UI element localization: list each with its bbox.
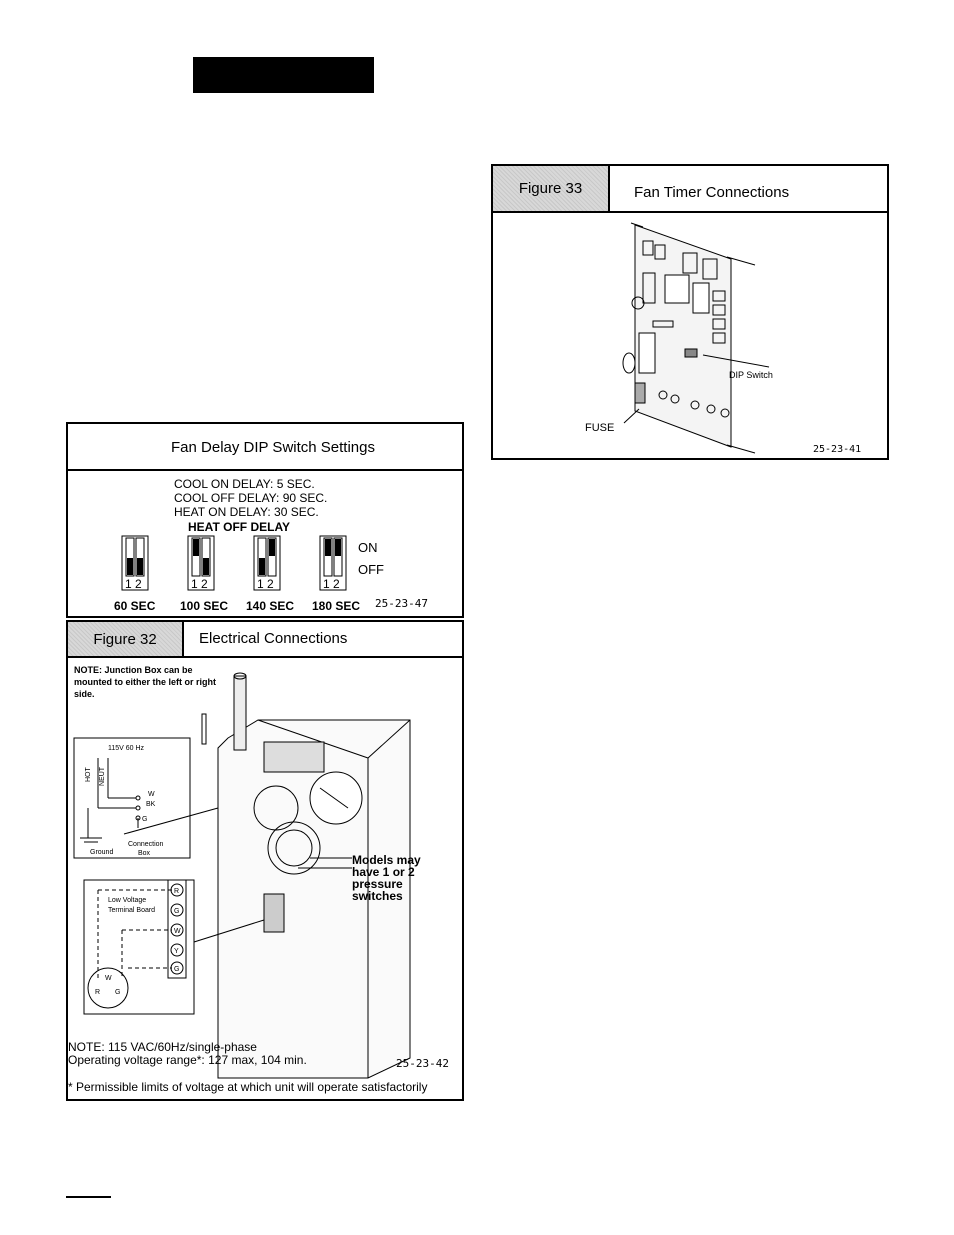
supply-label: 115V 60 Hz [108,745,145,752]
thermo-w: W [105,975,112,982]
dip-switch-slot [125,537,135,577]
w-label: W [148,791,155,798]
note-top-line-1: NOTE: Junction Box can be [74,665,193,675]
box-label: Box [138,850,151,857]
figure-32-box: Figure 32 Electrical Connections NOTE: J… [66,620,464,1101]
thermo-r: R [95,989,100,996]
on-label: ON [358,540,378,555]
figure-32-tag: Figure 32 [68,622,184,656]
callout-line-2: have 1 or 2 [352,865,415,879]
connection-label: Connection [128,841,164,848]
callout-line-4: switches [352,889,403,903]
dip-switch-slot [333,537,343,577]
dip-switch-group: 1 2 180 SEC [312,535,360,613]
figure-32-ref: 25-23-42 [396,1057,449,1070]
dip-switch-slot [191,537,201,577]
dip-switch-label: DIP Switch [729,370,773,380]
neut-label: NEUT [99,766,106,786]
fan-timer-board-drawing: DIP Switch FUSE 25-23-41 [585,222,861,455]
dip-switch-group: 1 2 60 SEC [114,535,156,613]
note-bottom-line-2: Operating voltage range*: 127 max, 104 m… [68,1053,307,1067]
dip-switch-frame [187,535,215,591]
callout-line-3: pressure [352,877,403,891]
dip-switch-knob [127,558,133,575]
terminal-title-1: Low Voltage [108,897,146,904]
dip-switch-knob [335,539,341,556]
dip-switch-knob [269,539,275,556]
note-bottom-line-1: NOTE: 115 VAC/60Hz/single-phase [68,1040,257,1054]
fan-delay-title: Fan Delay DIP Switch Settings [171,439,375,456]
dip-switch-slot [267,537,277,577]
figure-33-tag: Figure 33 [493,166,610,211]
bk-label: BK [146,801,156,808]
dip-switch-numbers: 1 2 [125,577,142,591]
dip-setting-label: 60 SEC [114,599,156,613]
dip-switch-slot [135,537,145,577]
fan-delay-title-row: Fan Delay DIP Switch Settings [68,424,462,471]
note-top-line-2: mounted to either the left or right [74,677,216,687]
electrical-connections-drawing: 115V 60 Hz HOT NEUT W BK G Connection Bo… [73,672,421,1079]
term-r: R [174,888,179,895]
figure-32-title: Electrical Connections [199,630,348,647]
term-w: W [174,928,181,935]
dip-switch-slot [323,537,333,577]
dip-switch-numbers: 1 2 [257,577,274,591]
dip-switch-frame [319,535,347,591]
dip-switch-slot [201,537,211,577]
header-bar [193,57,374,93]
figure-32-title-row: Figure 32 Electrical Connections [68,622,462,658]
figure-33-title-row: Figure 33 Fan Timer Connections [493,166,887,213]
figure-33-title: Fan Timer Connections [634,184,790,201]
dip-switch-knob [193,539,199,556]
dip-switch-knob [203,558,209,575]
cool-on-delay: COOL ON DELAY: 5 SEC. [174,477,315,491]
dip-switch-frame [121,535,149,591]
dip-switch-group: 1 2 140 SEC [246,535,294,613]
note-top-line-3: side. [74,689,95,699]
terminal-title-2: Terminal Board [108,907,155,914]
hot-label: HOT [85,767,92,783]
off-label: OFF [358,562,384,577]
dip-switch-group: 1 2 100 SEC [180,535,228,613]
heat-off-delay-label: HEAT OFF DELAY [188,520,291,534]
term-g2: G [174,966,179,973]
thermo-g: G [115,989,120,996]
delay-lines: COOL ON DELAY: 5 SEC. COOL OFF DELAY: 90… [174,477,327,519]
figure-33-ref: 25-23-41 [813,444,861,455]
fan-delay-ref: 25-23-47 [375,597,428,610]
g-label: G [142,816,147,823]
dip-switch-settings-diagram: ON OFF 25-23-47 1 2 60 SEC 1 2 100 SEC 1 2 14… [114,535,428,613]
dip-switch-numbers: 1 2 [191,577,208,591]
fan-delay-box: Fan Delay DIP Switch Settings COOL ON DE… [66,422,464,618]
dip-switch-numbers: 1 2 [323,577,340,591]
dip-setting-label: 100 SEC [180,599,228,613]
dip-setting-label: 140 SEC [246,599,294,613]
term-g: G [174,908,179,915]
figure-33-box: Figure 33 Fan Timer Connections DIP Swit… [491,164,889,460]
dip-switch-knob [137,558,143,575]
footnote: * Permissible limits of voltage at which… [68,1080,428,1094]
fuse-label: FUSE [585,422,614,434]
dip-switch-frame [253,535,281,591]
footer-rule [66,1196,111,1198]
term-y: Y [174,948,179,955]
cool-off-delay: COOL OFF DELAY: 90 SEC. [174,491,328,505]
dip-switch-slot [257,537,267,577]
dip-switch-knob [259,558,265,575]
note-junction-box: NOTE: Junction Box can be mounted to eit… [74,664,216,700]
note-voltage: NOTE: 115 VAC/60Hz/single-phase Operatin… [68,1041,307,1067]
dip-setting-label: 180 SEC [312,599,360,613]
heat-on-delay: HEAT ON DELAY: 30 SEC. [174,505,319,519]
dip-switch-knob [325,539,331,556]
callout-line-1: Models may [352,853,421,867]
ground-label: Ground [90,849,113,856]
